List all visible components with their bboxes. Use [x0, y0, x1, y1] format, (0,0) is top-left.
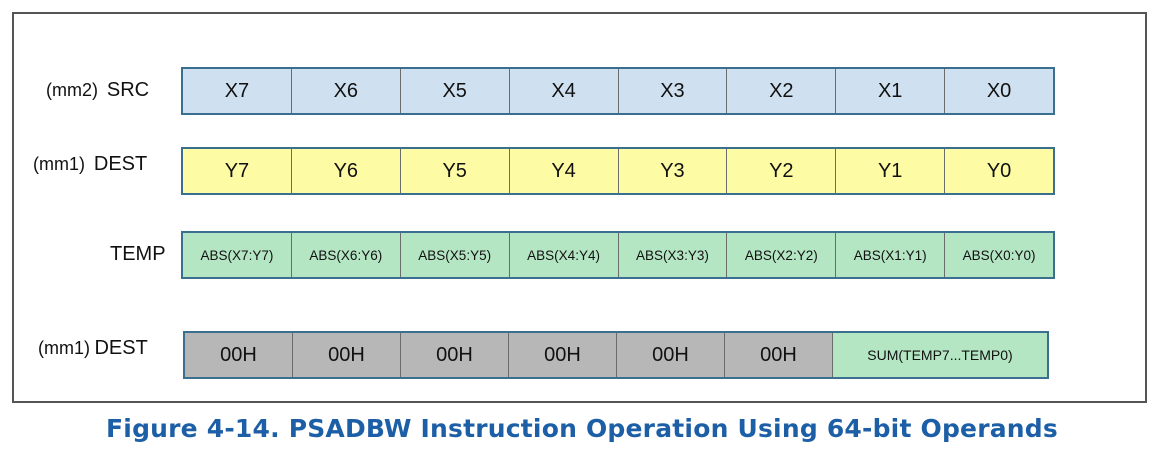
result-zero-byte: 00H	[617, 333, 725, 377]
result-zero-byte: 00H	[401, 333, 509, 377]
result-zero-byte: 00H	[185, 333, 293, 377]
temp-abs-diff: ABS(X3:Y3)	[618, 233, 728, 277]
dest-operand-name: DEST	[93, 153, 148, 175]
temp-abs-diff: ABS(X4:Y4)	[509, 233, 619, 277]
src-byte: X5	[400, 69, 510, 113]
src-byte: X6	[291, 69, 401, 113]
src-byte: X7	[183, 69, 292, 113]
dest-byte: Y3	[618, 149, 728, 193]
src-label: (mm2) SRC	[46, 62, 149, 118]
src-byte: X1	[836, 69, 946, 113]
dest-byte: Y5	[400, 149, 510, 193]
result-zero-byte: 00H	[725, 333, 833, 377]
temp-abs-diff: ABS(X1:Y1)	[836, 233, 946, 277]
dest-register-name: (mm1)	[33, 154, 85, 174]
dest-byte: Y2	[727, 149, 837, 193]
src-byte: X3	[618, 69, 728, 113]
result-zero-byte: 00H	[293, 333, 401, 377]
dest-byte: Y6	[291, 149, 401, 193]
src-byte: X0	[945, 69, 1053, 113]
temp-register: ABS(X7:Y7) ABS(X6:Y6) ABS(X5:Y5) ABS(X4:…	[181, 231, 1055, 279]
dest-byte: Y0	[945, 149, 1053, 193]
result-operand-name: DEST	[94, 337, 148, 359]
dest-label: (mm1) DEST	[33, 136, 147, 192]
temp-operand-name: TEMP	[110, 243, 166, 265]
figure-caption: Figure 4-14. PSADBW Instruction Operatio…	[106, 414, 1058, 443]
diagram-frame: (mm2) SRC X7 X6 X5 X4 X3 X2 X1 X0 (mm1) …	[12, 12, 1147, 403]
temp-abs-diff: ABS(X2:Y2)	[727, 233, 837, 277]
src-register: X7 X6 X5 X4 X3 X2 X1 X0	[181, 67, 1055, 115]
dest-byte: Y4	[509, 149, 619, 193]
result-label: (mm1) DEST	[38, 320, 148, 376]
src-byte: X2	[727, 69, 837, 113]
result-register: 00H 00H 00H 00H 00H 00H SUM(TEMP7...TEMP…	[183, 331, 1049, 379]
result-zero-byte: 00H	[509, 333, 617, 377]
result-register-name: (mm1)	[38, 338, 90, 358]
temp-abs-diff: ABS(X5:Y5)	[400, 233, 510, 277]
temp-abs-diff: ABS(X0:Y0)	[945, 233, 1053, 277]
src-row: (mm2) SRC X7 X6 X5 X4 X3 X2 X1 X0	[14, 62, 1149, 118]
src-operand-name: SRC	[106, 79, 150, 101]
dest-register: Y7 Y6 Y5 Y4 Y3 Y2 Y1 Y0	[181, 147, 1055, 195]
dest-byte: Y1	[836, 149, 946, 193]
src-byte: X4	[509, 69, 619, 113]
result-row: (mm1) DEST 00H 00H 00H 00H 00H 00H SUM(T…	[14, 326, 1149, 382]
temp-abs-diff: ABS(X6:Y6)	[291, 233, 401, 277]
temp-row: TEMP ABS(X7:Y7) ABS(X6:Y6) ABS(X5:Y5) AB…	[14, 226, 1149, 282]
result-sum-field: SUM(TEMP7...TEMP0)	[833, 333, 1047, 377]
temp-label: TEMP	[110, 226, 166, 282]
dest-byte: Y7	[183, 149, 292, 193]
dest-row: (mm1) DEST Y7 Y6 Y5 Y4 Y3 Y2 Y1 Y0	[14, 142, 1149, 198]
src-register-name: (mm2)	[46, 80, 98, 100]
temp-abs-diff: ABS(X7:Y7)	[183, 233, 292, 277]
